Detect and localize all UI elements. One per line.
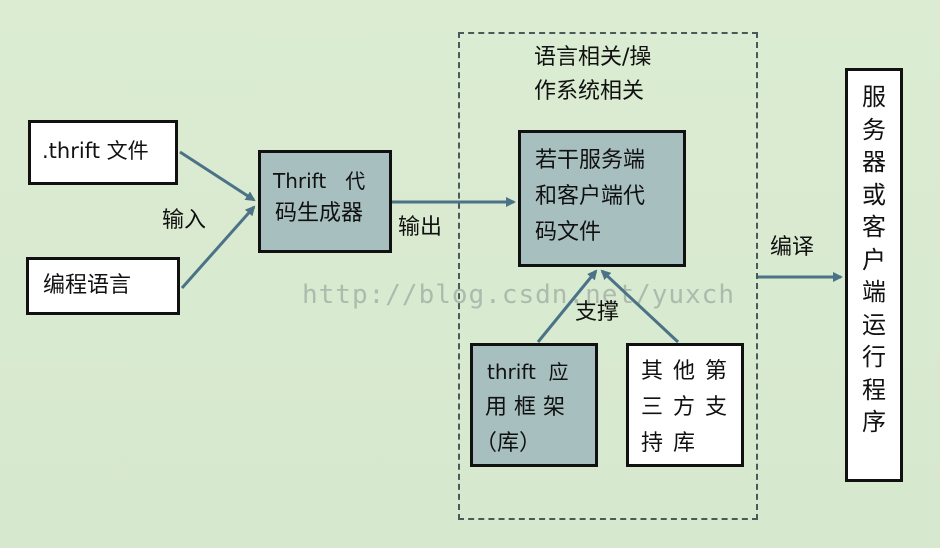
thrift-framework-label-line1: thrift 应 (487, 360, 569, 384)
edge-label-output: 输出 (398, 215, 443, 240)
arrow-thrift-file-to-generator (179, 150, 256, 202)
code-files-label-line3: 码文件 (535, 220, 602, 245)
programming-language-node: 编程语言 (26, 257, 180, 315)
code-files-label-line2: 和客户端代 (535, 184, 646, 209)
thrift-file-node: .thrift 文件 (28, 120, 178, 185)
third-party-label-line2: 三方支 (641, 395, 738, 420)
arrow-language-to-generator (180, 205, 256, 289)
edge-label-support: 支撑 (575, 300, 620, 325)
thrift-framework-label-line3: （库） (475, 431, 542, 456)
watermark: http://blog.csdn.net/yuxch (302, 280, 735, 310)
edge-label-compile: 编译 (770, 235, 815, 260)
code-generator-label-line2: 码生成器 (275, 201, 364, 226)
code-generator-label-line1: Thrift 代 (273, 169, 366, 193)
runtime-program-node: 服务器或客户端运行程序 (845, 68, 903, 482)
edge-label-input: 输入 (162, 208, 207, 233)
third-party-label-line1: 其他第 (641, 359, 738, 384)
runtime-program-label: 服务器或客户端运行程序 (862, 83, 886, 436)
language-os-group (458, 32, 758, 520)
thrift-framework-node: thrift 应 用 框 架 （库） (470, 343, 598, 467)
arrow-thirdparty-to-code-files (600, 269, 680, 344)
thrift-file-label: .thrift 文件 (42, 139, 149, 163)
code-generator-node: Thrift 代 码生成器 (258, 150, 392, 253)
thrift-framework-label-line2: 用 框 架 (485, 395, 565, 420)
code-files-label-line1: 若干服务端 (535, 148, 646, 173)
group-label-line2: 作系统相关 (534, 79, 645, 104)
programming-language-label: 编程语言 (43, 273, 132, 298)
code-files-node: 若干服务端 和客户端代 码文件 (518, 130, 686, 267)
arrow-framework-to-code-files (536, 269, 598, 343)
third-party-label-line3: 持库 (641, 431, 706, 456)
group-label-line1: 语言相关/操 (534, 45, 652, 70)
third-party-library-node: 其他第 三方支 持库 (626, 343, 744, 467)
